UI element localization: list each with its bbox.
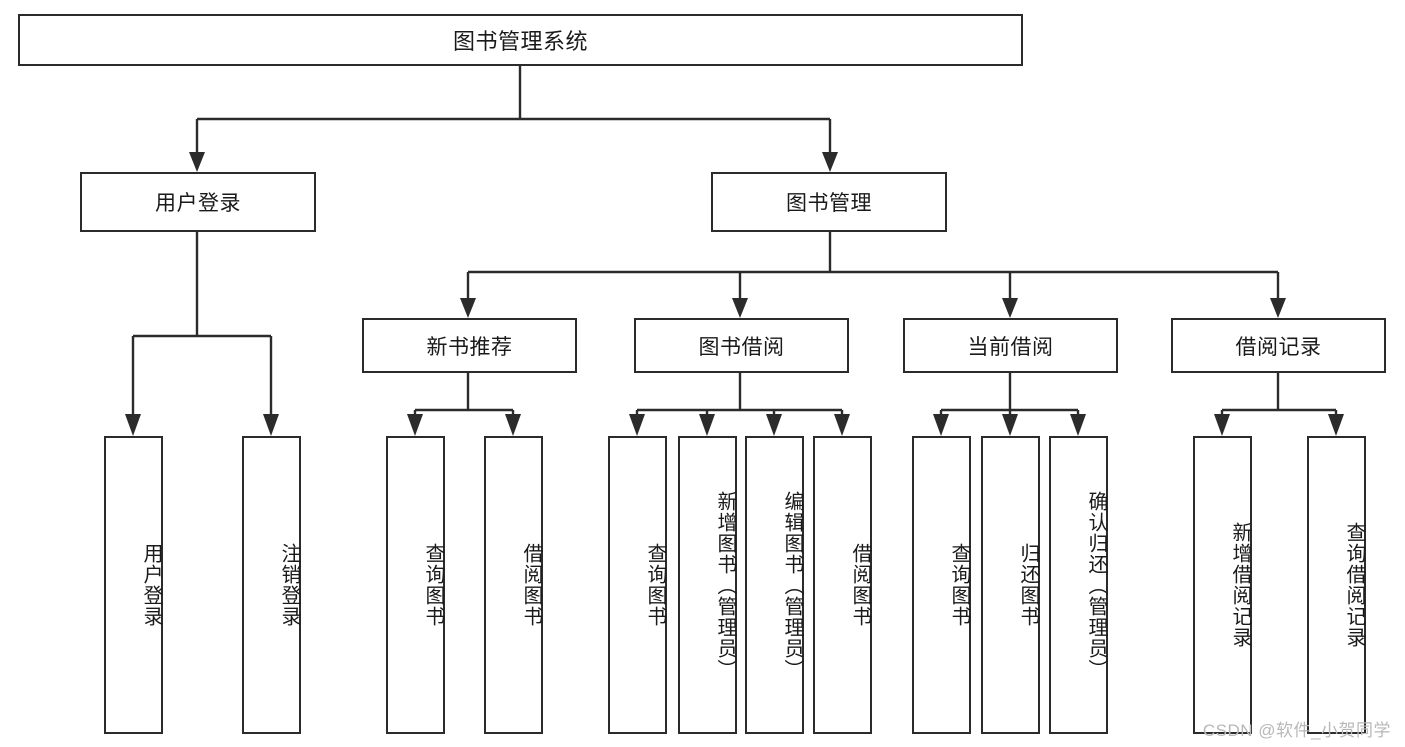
node-label: 新增借阅记录 [1229, 522, 1251, 648]
node-label: 查询借阅记录 [1343, 522, 1365, 648]
node-leaf-query-book-3[interactable]: 查询图书 [912, 436, 971, 734]
node-label: 用户登录 [155, 192, 241, 215]
node-label: 查询图书 [948, 543, 970, 627]
node-label: 借阅图书 [520, 543, 542, 627]
node-label: 图书管理 [786, 192, 872, 215]
node-leaf-add-book[interactable]: 新增图书（管理员） [678, 436, 737, 734]
node-label: 新增图书（管理员） [714, 490, 736, 680]
node-book-borrow[interactable]: 图书借阅 [634, 318, 849, 373]
node-book-manage[interactable]: 图书管理 [711, 172, 947, 232]
node-label: 编辑图书（管理员） [781, 490, 803, 680]
node-leaf-confirm-return[interactable]: 确认归还（管理员） [1049, 436, 1108, 734]
node-label: 查询图书 [422, 543, 444, 627]
node-borrow-record[interactable]: 借阅记录 [1171, 318, 1386, 373]
node-label: 注销登录 [278, 543, 300, 627]
node-leaf-edit-book[interactable]: 编辑图书（管理员） [745, 436, 804, 734]
node-leaf-user-login[interactable]: 用户登录 [104, 436, 163, 734]
watermark-text: CSDN @软件_小贺同学 [1202, 721, 1391, 740]
node-system-title[interactable]: 图书管理系统 [18, 14, 1023, 66]
node-label: 图书管理系统 [452, 29, 588, 54]
node-leaf-query-book-2[interactable]: 查询图书 [608, 436, 667, 734]
node-leaf-logout-login[interactable]: 注销登录 [242, 436, 301, 734]
node-current-borrow[interactable]: 当前借阅 [903, 318, 1118, 373]
node-label: 借阅图书 [849, 543, 871, 627]
node-new-book-recommend[interactable]: 新书推荐 [362, 318, 577, 373]
node-leaf-borrow-book-2[interactable]: 借阅图书 [813, 436, 872, 734]
node-label: 借阅记录 [1235, 335, 1322, 359]
node-leaf-return-book[interactable]: 归还图书 [981, 436, 1040, 734]
node-label: 用户登录 [140, 543, 162, 627]
node-label: 归还图书 [1017, 543, 1039, 627]
node-label: 新书推荐 [426, 335, 513, 359]
node-leaf-add-record[interactable]: 新增借阅记录 [1193, 436, 1252, 734]
node-label: 当前借阅 [967, 335, 1054, 359]
node-leaf-query-book-1[interactable]: 查询图书 [386, 436, 445, 734]
node-label: 查询图书 [644, 543, 666, 627]
node-leaf-borrow-book-1[interactable]: 借阅图书 [484, 436, 543, 734]
node-leaf-query-record[interactable]: 查询借阅记录 [1307, 436, 1366, 734]
node-label: 确认归还（管理员） [1085, 490, 1107, 680]
node-label: 图书借阅 [698, 335, 785, 359]
node-user-login[interactable]: 用户登录 [80, 172, 316, 232]
